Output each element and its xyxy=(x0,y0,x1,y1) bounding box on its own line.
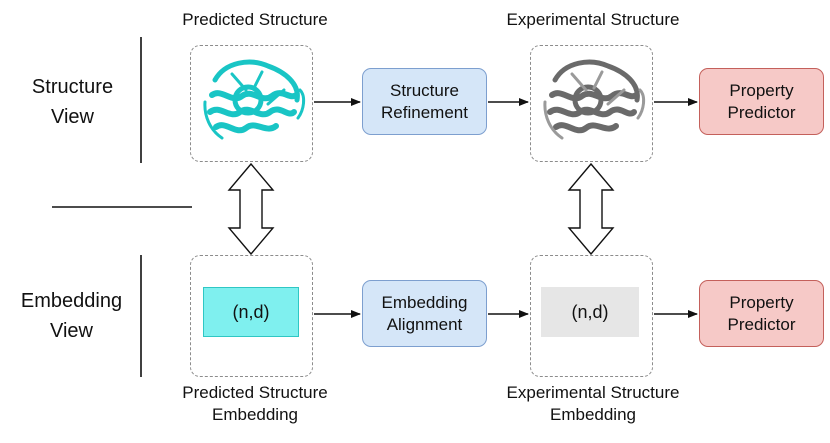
predicted-structure-title: Predicted Structure xyxy=(182,10,328,29)
experimental-embedding-shape: (n,d) xyxy=(571,301,609,322)
predicted-embedding-caption: Predicted Structure Embedding xyxy=(140,382,370,426)
structure-view-line1: Structure xyxy=(31,76,114,98)
property-predictor-bottom-box: Property Predictor xyxy=(699,280,824,347)
embedding-alignment-box: Embedding Alignment xyxy=(362,280,487,347)
predicted-embedding-caption-line2: Embedding xyxy=(211,405,298,424)
predicted-embedding-caption-line1: Predicted Structure xyxy=(182,383,328,402)
predicted-embedding-matrix: (n,d) xyxy=(203,287,299,337)
structure-refinement-box: Structure Refinement xyxy=(362,68,487,135)
double-arrow-predicted xyxy=(227,162,275,256)
predicted-protein-image xyxy=(203,59,306,140)
double-arrow-experimental xyxy=(567,162,615,256)
experimental-embedding-frame xyxy=(530,255,653,377)
property-predictor-top-box: Property Predictor xyxy=(699,68,824,135)
structure-view-line2: View xyxy=(51,106,94,128)
experimental-embedding-caption-line1: Experimental Structure xyxy=(506,383,680,402)
embedding-view-label: Embedding View xyxy=(4,286,139,346)
predicted-embedding-shape: (n,d) xyxy=(232,301,270,322)
experimental-embedding-caption-line2: Embedding xyxy=(549,405,636,424)
experimental-embedding-matrix: (n,d) xyxy=(541,287,639,337)
predicted-structure-frame xyxy=(190,45,313,162)
experimental-structure-title: Experimental Structure xyxy=(506,10,680,29)
predicted-embedding-frame xyxy=(190,255,313,377)
structure-view-label: Structure View xyxy=(10,72,135,132)
embedding-view-line2: View xyxy=(50,320,93,342)
embedding-view-line1: Embedding xyxy=(20,290,123,312)
experimental-structure-frame xyxy=(530,45,653,162)
experimental-protein-image xyxy=(543,59,646,140)
experimental-embedding-caption: Experimental Structure Embedding xyxy=(463,382,723,426)
